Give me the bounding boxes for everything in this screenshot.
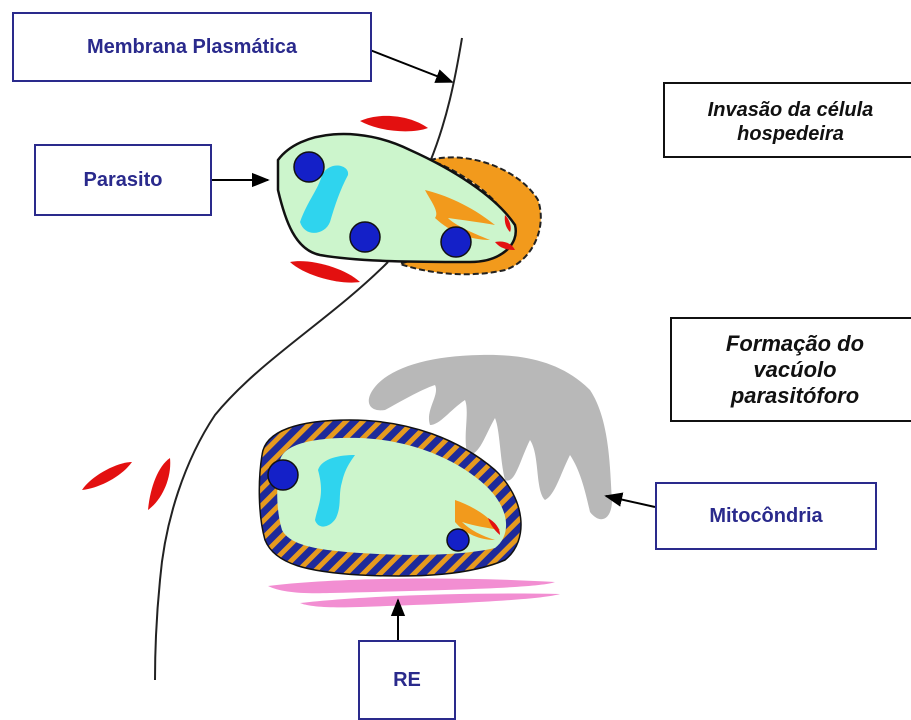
membrane-arrow	[370, 50, 452, 82]
note-invasao-line-2: hospedeira	[665, 122, 911, 146]
note-invasao: Invasão da célula hospedeira	[663, 82, 911, 158]
endoplasmic-reticulum	[268, 579, 555, 594]
label-membrana-plasmatica: Membrana Plasmática	[12, 12, 372, 82]
host-red-fragment	[290, 261, 360, 282]
nucleus	[441, 227, 471, 257]
nucleus	[268, 460, 298, 490]
host-red-fragment	[360, 116, 428, 131]
note-formacao-line-3: parasitóforo	[672, 383, 911, 409]
note-formacao: Formação do vacúolo parasitóforo	[670, 317, 911, 422]
nucleus	[350, 222, 380, 252]
label-mitocondria: Mitocôndria	[655, 482, 877, 550]
note-formacao-line-2: vacúolo	[672, 357, 911, 383]
nucleus	[447, 529, 469, 551]
host-red-fragment	[148, 458, 170, 510]
note-invasao-line-1: Invasão da célula	[665, 98, 911, 122]
host-red-fragment	[82, 462, 132, 490]
nucleus	[294, 152, 324, 182]
label-parasito: Parasito	[34, 144, 212, 216]
note-formacao-line-1: Formação do	[672, 331, 911, 357]
endoplasmic-reticulum	[300, 593, 560, 607]
mitochondria-arrow	[606, 496, 655, 507]
label-re: RE	[358, 640, 456, 720]
